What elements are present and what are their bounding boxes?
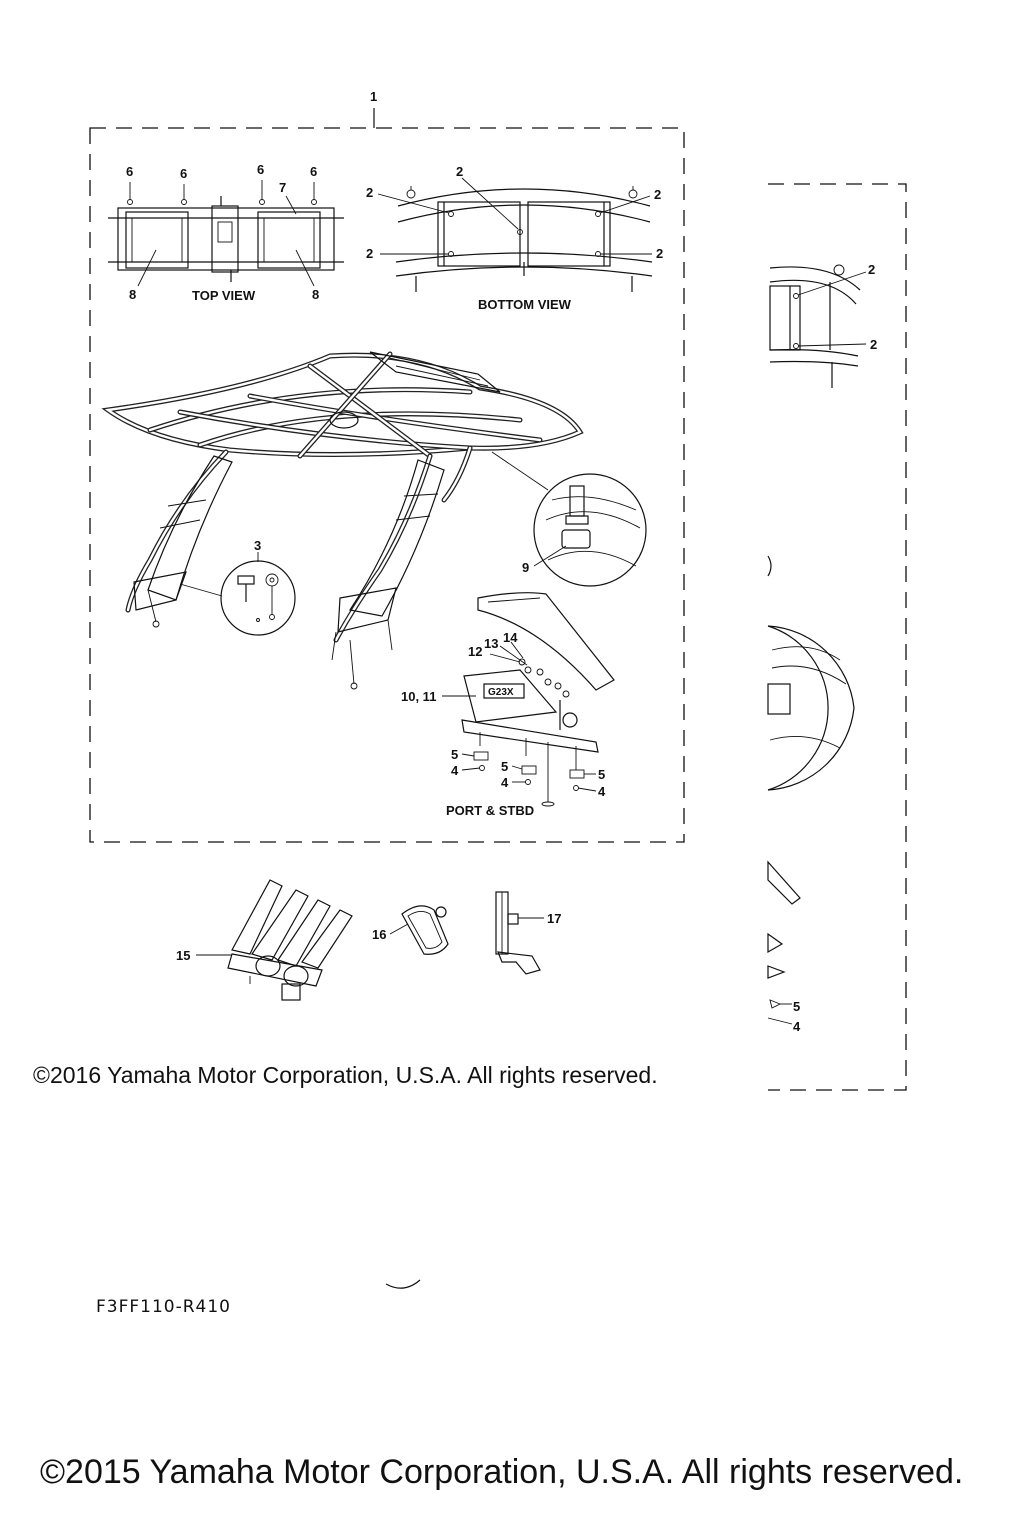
callout-13: 13 <box>484 636 498 651</box>
callout-4d: 4 <box>793 1019 801 1034</box>
copyright-2016: ©2016 Yamaha Motor Corporation, U.S.A. A… <box>33 1062 658 1088</box>
callout-16: 16 <box>372 927 386 942</box>
callout-2g: 2 <box>870 337 877 352</box>
callout-5b: 5 <box>501 759 508 774</box>
diagram-code: F3FF110-R410 <box>96 1297 231 1317</box>
callout-6a: 6 <box>126 164 133 179</box>
callout-2e: 2 <box>656 246 663 261</box>
callout-2a: 2 <box>366 185 373 200</box>
callout-4b: 4 <box>501 775 509 790</box>
callout-6d: 6 <box>310 164 317 179</box>
callout-1: 1 <box>370 89 377 104</box>
callout-5a: 5 <box>451 747 458 762</box>
top-view-label: TOP VIEW <box>192 288 256 303</box>
board-rack-15: 15 <box>176 879 353 1001</box>
offset-detail-fragment <box>767 555 855 791</box>
callout-2b: 2 <box>456 164 463 179</box>
callout-6b: 6 <box>180 166 187 181</box>
callout-8a: 8 <box>129 287 136 302</box>
callout-9: 9 <box>522 560 529 575</box>
assembly-frame-main: 1 <box>89 89 685 843</box>
callout-15: 15 <box>176 948 190 963</box>
tower-main-illustration <box>101 351 584 690</box>
callout-2f: 2 <box>868 262 875 277</box>
top-view: 6 6 6 6 7 8 8 TOP VIEW <box>108 162 344 303</box>
callout-12: 12 <box>468 644 482 659</box>
callout-10-11: 10, 11 <box>401 689 436 704</box>
callout-6c: 6 <box>257 162 264 177</box>
flag-holder-17: 17 <box>495 891 561 975</box>
callout-2c: 2 <box>654 187 661 202</box>
callout-3: 3 <box>254 538 261 553</box>
callout-17: 17 <box>547 911 561 926</box>
callout-2d: 2 <box>366 246 373 261</box>
callout-4c: 4 <box>598 784 606 799</box>
detail-3: 3 <box>179 538 296 636</box>
detail-9: 9 <box>522 473 647 587</box>
callout-7: 7 <box>279 180 286 195</box>
port-stbd-detail: G23X 12 <box>401 592 615 818</box>
callout-5d: 5 <box>793 999 800 1014</box>
mirror-16: 16 <box>372 905 449 955</box>
callout-5c: 5 <box>598 767 605 782</box>
callout-4a: 4 <box>451 763 459 778</box>
badge-text: G23X <box>488 687 514 698</box>
callout-14: 14 <box>503 630 518 645</box>
assembly-frame-offset <box>768 183 907 1091</box>
bottom-view-label: BOTTOM VIEW <box>478 297 572 312</box>
port-stbd-label: PORT & STBD <box>446 803 534 818</box>
bottom-view: 2 2 2 2 2 BOTTOM VIEW <box>366 164 663 312</box>
copyright-2015: ©2015 Yamaha Motor Corporation, U.S.A. A… <box>40 1453 964 1491</box>
offset-bottom-view-fragment: 2 2 <box>769 262 877 388</box>
stray-mark <box>385 1279 421 1289</box>
callout-8b: 8 <box>312 287 319 302</box>
offset-port-fragment: 5 4 <box>767 860 801 1034</box>
